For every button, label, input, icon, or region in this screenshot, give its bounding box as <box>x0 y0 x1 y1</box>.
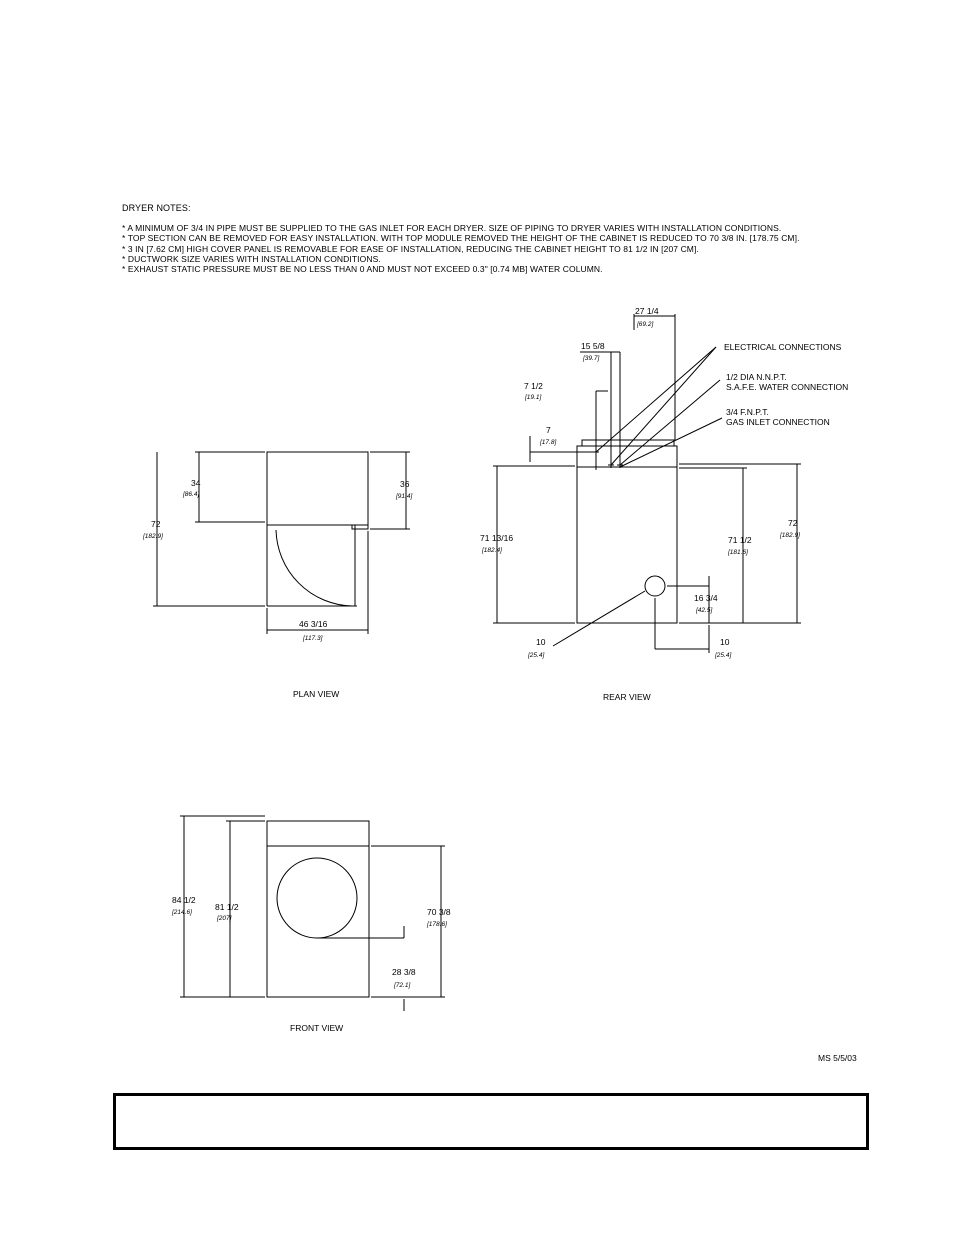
leader-10a <box>552 590 646 647</box>
dryer-notes: DRYER NOTES: * A MINIMUM OF 3/4 in PIPE … <box>122 203 800 274</box>
note-line: * EXHAUST STATIC PRESSURE MUST BE NO LES… <box>122 264 603 275</box>
dim-84: 84 1/2 <box>172 895 196 905</box>
drawing-signature: MS 5/5/03 <box>818 1053 857 1063</box>
dim-72: 72 <box>151 519 161 529</box>
dim-71-h: 71 1/2 <box>728 535 752 545</box>
dim-71-13-mm: [182.4] <box>481 547 502 554</box>
dim-84-mm: [214.6] <box>171 909 192 916</box>
dim-27: 27 1/4 <box>635 306 659 316</box>
gas-inlet-circle <box>644 575 666 597</box>
dim-16: 16 3/4 <box>694 593 718 603</box>
front-cabinet <box>266 820 370 998</box>
plan-door-swing <box>275 529 353 607</box>
plan-hinge <box>351 524 369 530</box>
dim-10b: 10 <box>720 637 730 647</box>
dim-7-mm: [17.8] <box>539 439 556 446</box>
dim-36-mm: [91.4] <box>395 493 412 500</box>
dim-10b-mm: [25.4] <box>714 652 731 659</box>
callout-water-2: S.A.F.E. WATER CONNECTION <box>726 382 848 392</box>
dim-7h-mm: [19.1] <box>524 394 541 401</box>
front-view-title: FRONT VIEW <box>290 1023 343 1033</box>
dim-15: 15 5/8 <box>581 341 605 351</box>
dim-28-mm: [72.1] <box>393 982 410 989</box>
dim-7h: 7 1/2 <box>524 381 543 391</box>
note-line: * TOP SECTION CAN BE REMOVED FOR EASY IN… <box>122 233 800 244</box>
leader-gas <box>619 417 723 468</box>
dim-70-mm: [178.6] <box>426 921 447 928</box>
rear-cabinet <box>576 445 678 624</box>
note-line: * A MINIMUM OF 3/4 in PIPE MUST BE SUPPL… <box>122 223 782 234</box>
dim-72-rear-mm: [182.9] <box>779 532 800 539</box>
note-line: * DUCTWORK SIZE VARIES WITH INSTALLATION… <box>122 253 381 264</box>
dim-width-mm: [117.3] <box>302 635 323 642</box>
leader-electrical-2 <box>610 346 717 466</box>
dim-34: 34 <box>191 478 201 488</box>
callout-water-1: 1/2 DIA N.N.P.T. <box>726 372 787 382</box>
dim-72-mm: [182.9] <box>142 533 163 540</box>
rear-view: 27 1/4 [69.2] 15 5/8 [39.7] 7 1/2 [19.1]… <box>480 306 848 702</box>
connection-marker <box>593 464 599 470</box>
footer-box <box>113 1093 869 1150</box>
notes-heading: DRYER NOTES: <box>122 203 191 213</box>
callout-electrical: ELECTRICAL CONNECTIONS <box>724 342 842 352</box>
dim-81: 81 1/2 <box>215 902 239 912</box>
rear-view-title: REAR VIEW <box>603 692 651 702</box>
callout-gas-2: GAS INLET CONNECTION <box>726 417 830 427</box>
dim-36: 36 <box>400 479 410 489</box>
front-view: 84 1/2 [214.6] 81 1/2 [207] 70 3/8 [178.… <box>171 815 451 1033</box>
plan-top-module <box>266 451 369 526</box>
dim-71-13: 71 13/16 <box>480 533 513 543</box>
dim-width: 46 3/16 <box>299 619 328 629</box>
leader-electrical-1 <box>595 346 717 453</box>
dim-81-mm: [207] <box>216 915 232 922</box>
dim-28: 28 3/8 <box>392 967 416 977</box>
dim-15-mm: [39.7] <box>582 355 599 362</box>
plan-view: 34 [86.4] 72 [182.9] 36 [91.4] 46 3/16 [… <box>142 451 412 699</box>
dim-34-mm: [86.4] <box>182 491 199 498</box>
leader-water <box>619 379 721 466</box>
callout-gas-1: 3/4 F.N.P.T. <box>726 407 769 417</box>
dim-10a-mm: [25.4] <box>527 652 544 659</box>
dim-27-mm: [69.2] <box>636 321 653 328</box>
dim-7: 7 <box>546 425 551 435</box>
front-door-circle <box>276 857 358 939</box>
dim-16-mm: [42.5] <box>695 607 712 614</box>
note-line: * 3 in [7.62 cm] HIGH COVER PANEL IS REM… <box>122 243 699 254</box>
dim-72-rear: 72 <box>788 518 798 528</box>
dim-70: 70 3/8 <box>427 907 451 917</box>
plan-view-title: PLAN VIEW <box>293 689 339 699</box>
dim-71-h-mm: [181.6] <box>727 549 748 556</box>
dim-10a: 10 <box>536 637 546 647</box>
